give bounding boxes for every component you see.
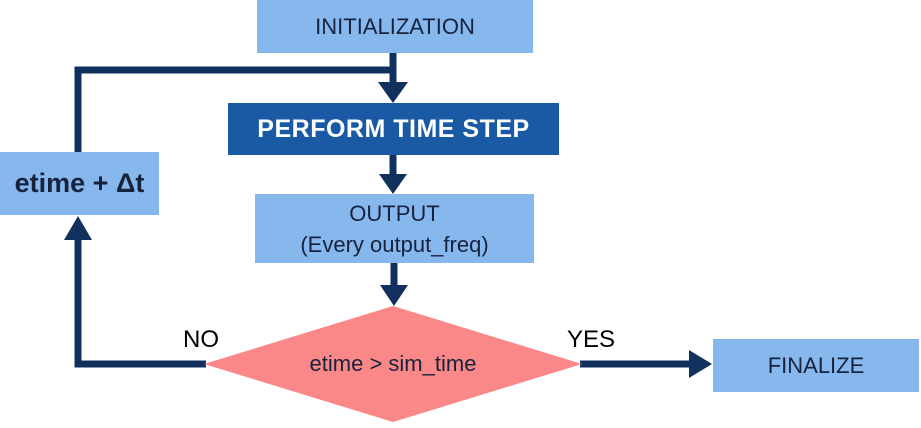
- node-output-sublabel: (Every output_freq): [300, 231, 489, 257]
- node-finalize: FINALIZE: [713, 339, 919, 392]
- edge-no-loop: [74, 240, 206, 368]
- arrowhead-into-timestep: [378, 82, 408, 103]
- node-output: OUTPUT (Every output_freq): [255, 194, 534, 263]
- node-finalize-label: FINALIZE: [767, 352, 865, 378]
- node-perform-time-step: PERFORM TIME STEP: [228, 103, 559, 155]
- node-initialization-label: INITIALIZATION: [315, 13, 475, 39]
- node-etime-increment-label: etime + Δt: [14, 168, 145, 198]
- node-etime-increment: etime + Δt: [0, 152, 159, 215]
- arrowhead-into-output: [379, 174, 407, 194]
- node-initialization: INITIALIZATION: [257, 0, 533, 53]
- edge-label-yes: YES: [567, 326, 616, 353]
- arrowhead-into-etime: [64, 216, 92, 240]
- arrowhead-into-decision: [380, 285, 408, 306]
- node-decision-label: etime > sim_time: [309, 351, 477, 376]
- edge-loop-top: [74, 66, 394, 152]
- edge-label-no: NO: [183, 326, 219, 353]
- arrowhead-into-finalize: [689, 350, 712, 378]
- node-perform-time-step-label: PERFORM TIME STEP: [257, 114, 530, 143]
- node-output-label: OUTPUT: [349, 200, 440, 226]
